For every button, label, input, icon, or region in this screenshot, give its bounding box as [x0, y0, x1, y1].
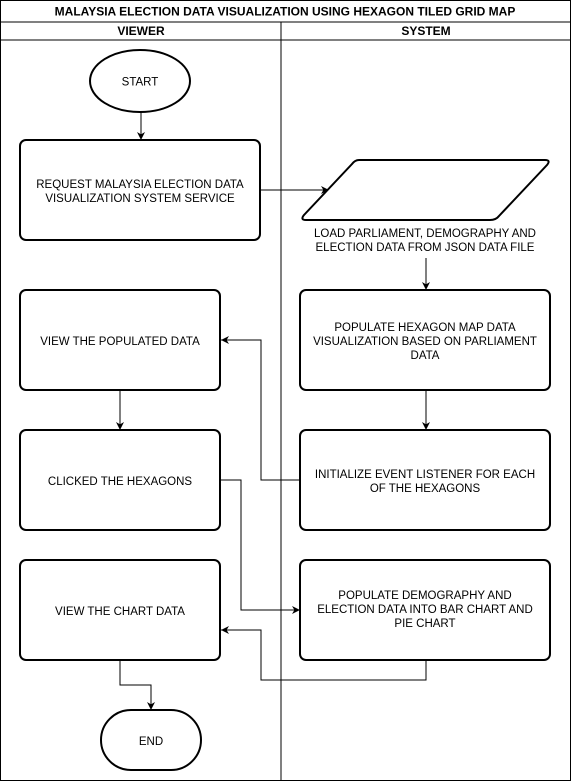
node-init-listener: INITIALIZE EVENT LISTENER FOR EACH OF TH…: [299, 429, 551, 531]
node-populate-map: POPULATE HEXAGON MAP DATA VISUALIZATION …: [299, 289, 551, 391]
node-populate-charts: POPULATE DEMOGRAPHY AND ELECTION DATA IN…: [299, 559, 551, 661]
connector-view-chart-to-end: [119, 660, 155, 710]
node-populate-charts-label-line2: ELECTION DATA INTO BAR CHART AND: [317, 604, 533, 616]
node-end-label: END: [139, 736, 163, 748]
node-request-label-line2: VISUALIZATION SYSTEM SERVICE: [45, 193, 235, 205]
node-init-listener-label-line2: OF THE HEXAGONS: [370, 483, 481, 495]
node-clicked-label: CLICKED THE HEXAGONS: [48, 476, 193, 488]
node-view-chart-label: VIEW THE CHART DATA: [55, 606, 185, 618]
node-populate-charts-label-line3: PIE CHART: [394, 618, 455, 630]
diagram-title: MALAYSIA ELECTION DATA VISUALIZATION USI…: [55, 5, 516, 19]
connector-init-to-view-populated: [221, 336, 300, 481]
node-populate-charts-label-line1: POPULATE DEMOGRAPHY AND: [338, 590, 511, 602]
node-clicked-hexagons: CLICKED THE HEXAGONS: [19, 429, 221, 531]
node-request: REQUEST MALAYSIA ELECTION DATA VISUALIZA…: [19, 139, 261, 241]
connector-clicked-to-populate-charts: [220, 479, 300, 614]
connectors: [116, 112, 430, 710]
node-load-label-line1: LOAD PARLIAMENT, DEMOGRAPHY AND: [314, 228, 536, 240]
node-start: START: [89, 49, 191, 113]
node-view-populated: VIEW THE POPULATED DATA: [19, 289, 221, 391]
lane-header-system: SYSTEM: [401, 24, 450, 38]
connector-populate-charts-to-view-chart: [221, 626, 427, 681]
node-populate-map-label-line3: DATA: [411, 350, 440, 362]
node-request-label-line1: REQUEST MALAYSIA ELECTION DATA: [36, 179, 244, 191]
node-end: END: [100, 709, 202, 771]
node-init-listener-label-line1: INITIALIZE EVENT LISTENER FOR EACH: [315, 469, 535, 481]
node-view-populated-label: VIEW THE POPULATED DATA: [40, 336, 200, 348]
node-start-label: START: [122, 77, 159, 89]
node-populate-map-label-line1: POPULATE HEXAGON MAP DATA: [334, 322, 516, 334]
lane-header-viewer: VIEWER: [117, 24, 165, 38]
node-view-chart: VIEW THE CHART DATA: [19, 559, 221, 661]
node-populate-map-label-line2: VISUALIZATION BASED ON PARLIAMENT: [313, 336, 537, 348]
node-load-label-line2: ELECTION DATA FROM JSON DATA FILE: [316, 242, 535, 254]
node-load-data: LOAD PARLIAMENT, DEMOGRAPHY AND ELECTION…: [301, 159, 550, 254]
